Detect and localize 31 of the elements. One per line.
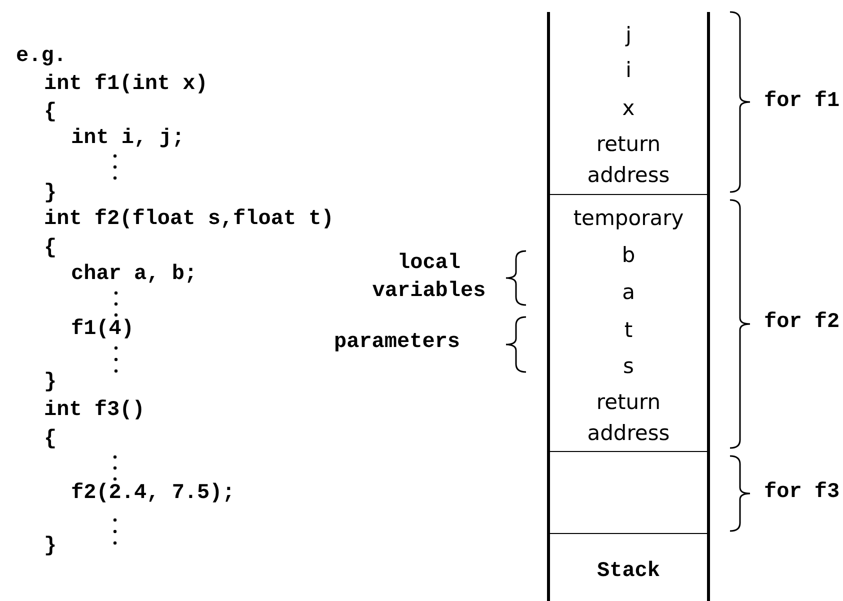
annotation-label: local variables [371,251,487,305]
code-line: f2(2.4, 7.5); [71,482,235,506]
code-line: { [44,101,57,125]
frame-caption: for f2 [764,311,840,335]
stack-label: Stack [596,558,661,584]
code-line: f1(4) [71,318,134,342]
code-line: } [44,371,57,395]
frame-caption: for f3 [764,481,840,505]
stack-entry: x [621,94,636,122]
stack-entry: return address [586,131,671,189]
code-line: int f1(int x) [44,73,208,97]
stack-frame [547,534,710,601]
annotation-label: parameters [334,331,460,355]
code-line: int f2(float s,float t) [44,208,334,232]
stack-entry: a [621,278,636,306]
stack-entry: j [624,22,632,48]
stack-entry: temporary [572,204,685,232]
stack-entry: b [620,242,636,268]
stack-entry: s [622,352,635,380]
frame-caption: for f1 [764,90,840,114]
stack-entry: return address [586,389,671,447]
code-line: char a, b; [71,263,198,287]
code-line: } [44,182,57,206]
code-line: { [44,237,57,261]
code-line: int i, j; [71,127,184,151]
code-line: } [44,535,57,559]
stack-entry: t [623,316,634,344]
code-line: int f3() [44,399,145,423]
stack-entry: i [624,56,632,84]
code-line: { [44,428,57,452]
code-line: e.g. [16,45,66,69]
